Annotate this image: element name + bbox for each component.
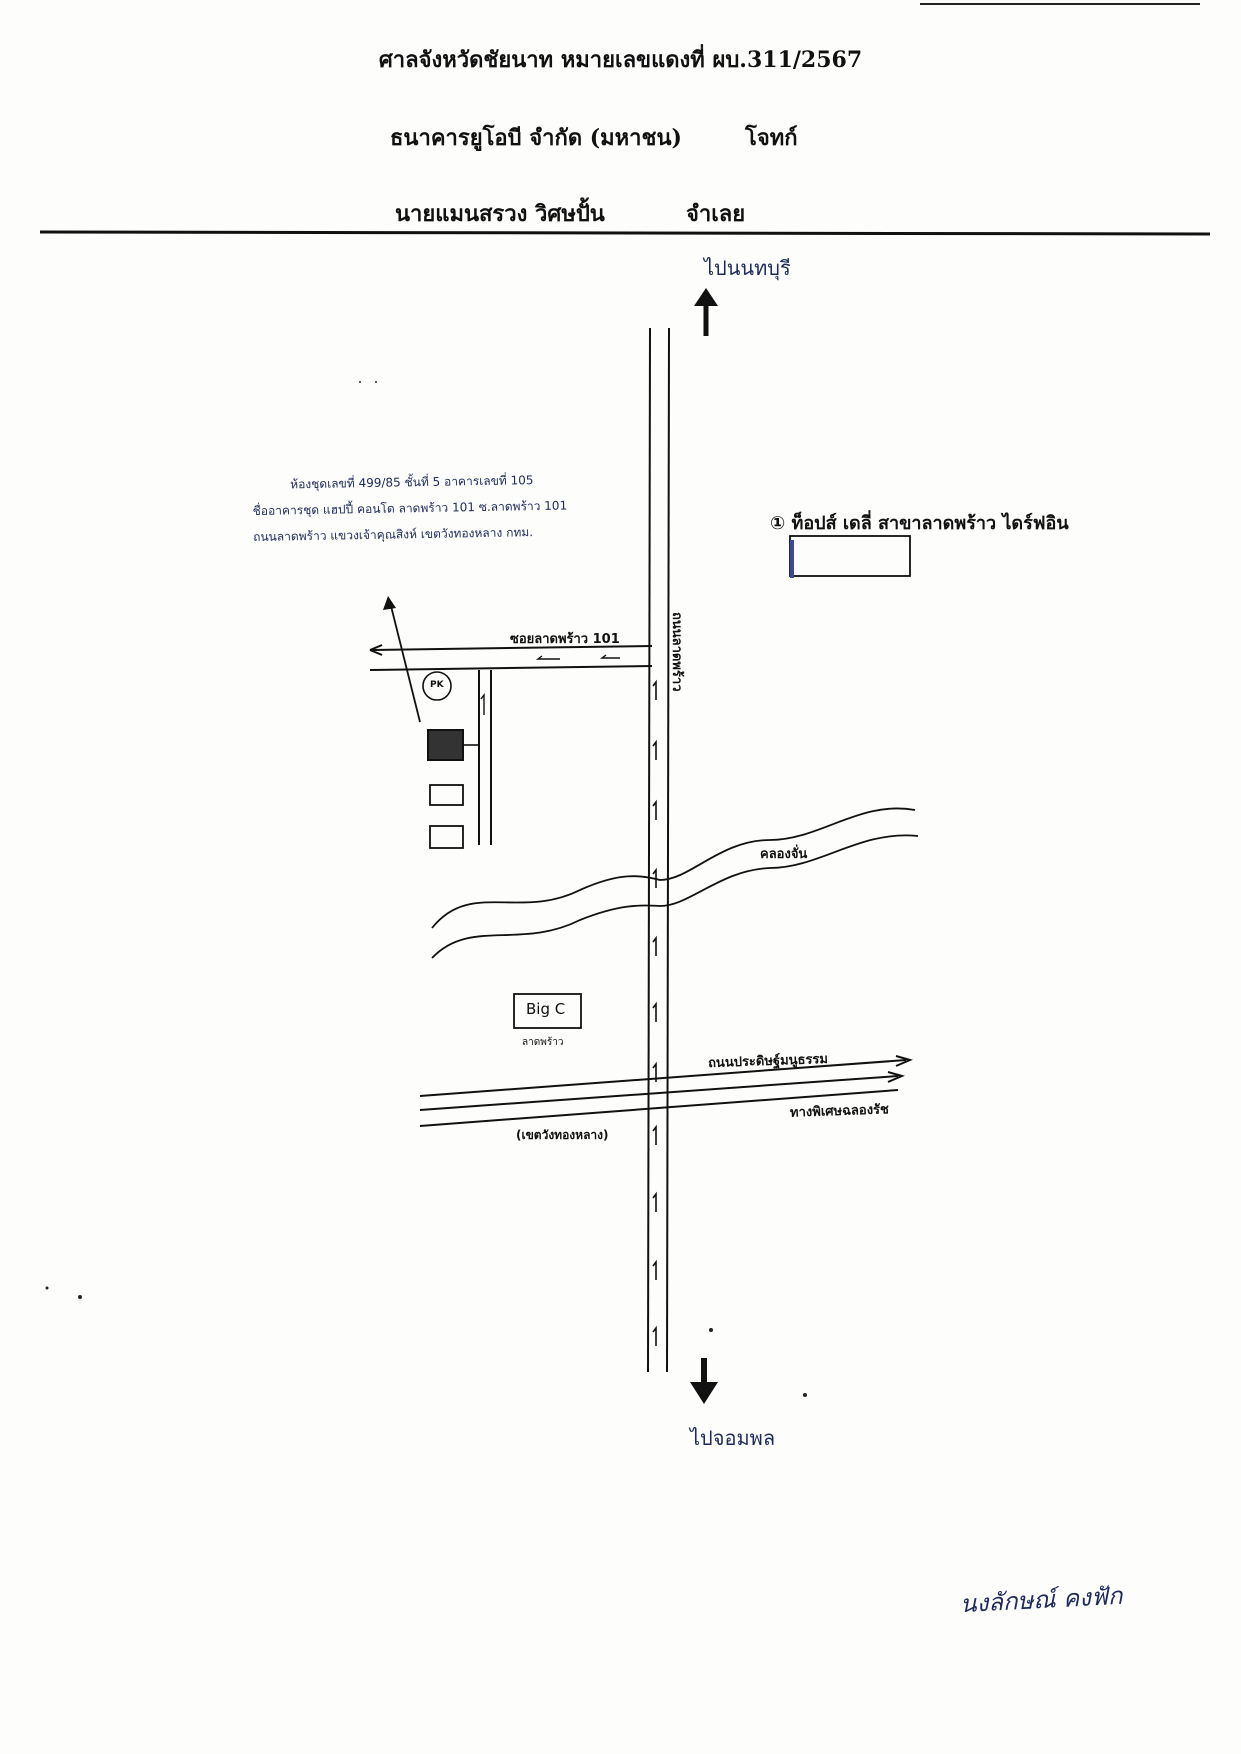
soi-direction-arrows bbox=[535, 654, 620, 660]
pk-label: PK bbox=[430, 680, 444, 690]
canal-lines bbox=[431, 807, 919, 959]
main-road-direction-arrows bbox=[652, 679, 657, 1346]
landmark-box bbox=[789, 535, 911, 577]
defendant-role: จำเลย bbox=[686, 201, 746, 227]
bigc-label: Big C bbox=[526, 1000, 566, 1018]
bigc-sub-label: ลาดพร้าว bbox=[522, 1037, 564, 1048]
expressway-label: ทางพิเศษฉลองรัช bbox=[789, 1102, 890, 1121]
court-case-line: ศาลจังหวัดชัยนาท หมายเลขแดงที่ ผบ.311/25… bbox=[378, 47, 863, 73]
header-rule bbox=[39, 230, 1211, 236]
plaintiff-role: โจทก์ bbox=[745, 125, 798, 151]
bigc-box bbox=[513, 993, 582, 1029]
main-road-label: ถนนลาดพร้าว bbox=[669, 612, 684, 692]
main-road-lines bbox=[647, 327, 670, 1373]
north-arrow-icon bbox=[694, 288, 718, 336]
soi-label: ซอยลาดพร้าว 101 bbox=[510, 632, 620, 647]
building-box bbox=[429, 825, 464, 849]
scan-specks bbox=[45, 381, 807, 1397]
pk-circle bbox=[422, 671, 452, 701]
south-arrow-icon bbox=[690, 1358, 718, 1404]
soi-road-lines bbox=[369, 644, 653, 671]
canal-label: คลองจั่น bbox=[760, 847, 808, 862]
cross-road-lines bbox=[419, 1055, 913, 1127]
landmark-label: ① ท็อปส์ เดลี่ สาขาลาดพร้าว ไดร์ฟอิน bbox=[770, 513, 1069, 534]
cross-road-label: ถนนประดิษฐ์มนูธรรม bbox=[707, 1051, 829, 1072]
north-direction-label: ไปนนทบุรี bbox=[704, 256, 791, 280]
defendant-name: นายแมนสรวง วิศษปั้น bbox=[395, 201, 605, 227]
property-marker bbox=[427, 729, 464, 761]
building-box bbox=[429, 784, 464, 806]
property-note: ห้องชุดเลขที่ 499/85 ชั้นที่ 5 อาคารเลขท… bbox=[252, 467, 568, 550]
side-lane-lines bbox=[478, 670, 492, 845]
note-pointer-arrow bbox=[383, 596, 421, 723]
south-direction-label: ไปจอมพล bbox=[690, 1426, 776, 1450]
property-note-line: ถนนลาดพร้าว แขวงเจ้าคุณสิงห์ เขตวังทองหล… bbox=[253, 525, 534, 544]
plaintiff-name: ธนาคารยูโอบี จำกัด (มหาชน) bbox=[390, 125, 682, 151]
district-label: (เขตวังทองหลาง) bbox=[516, 1128, 609, 1142]
